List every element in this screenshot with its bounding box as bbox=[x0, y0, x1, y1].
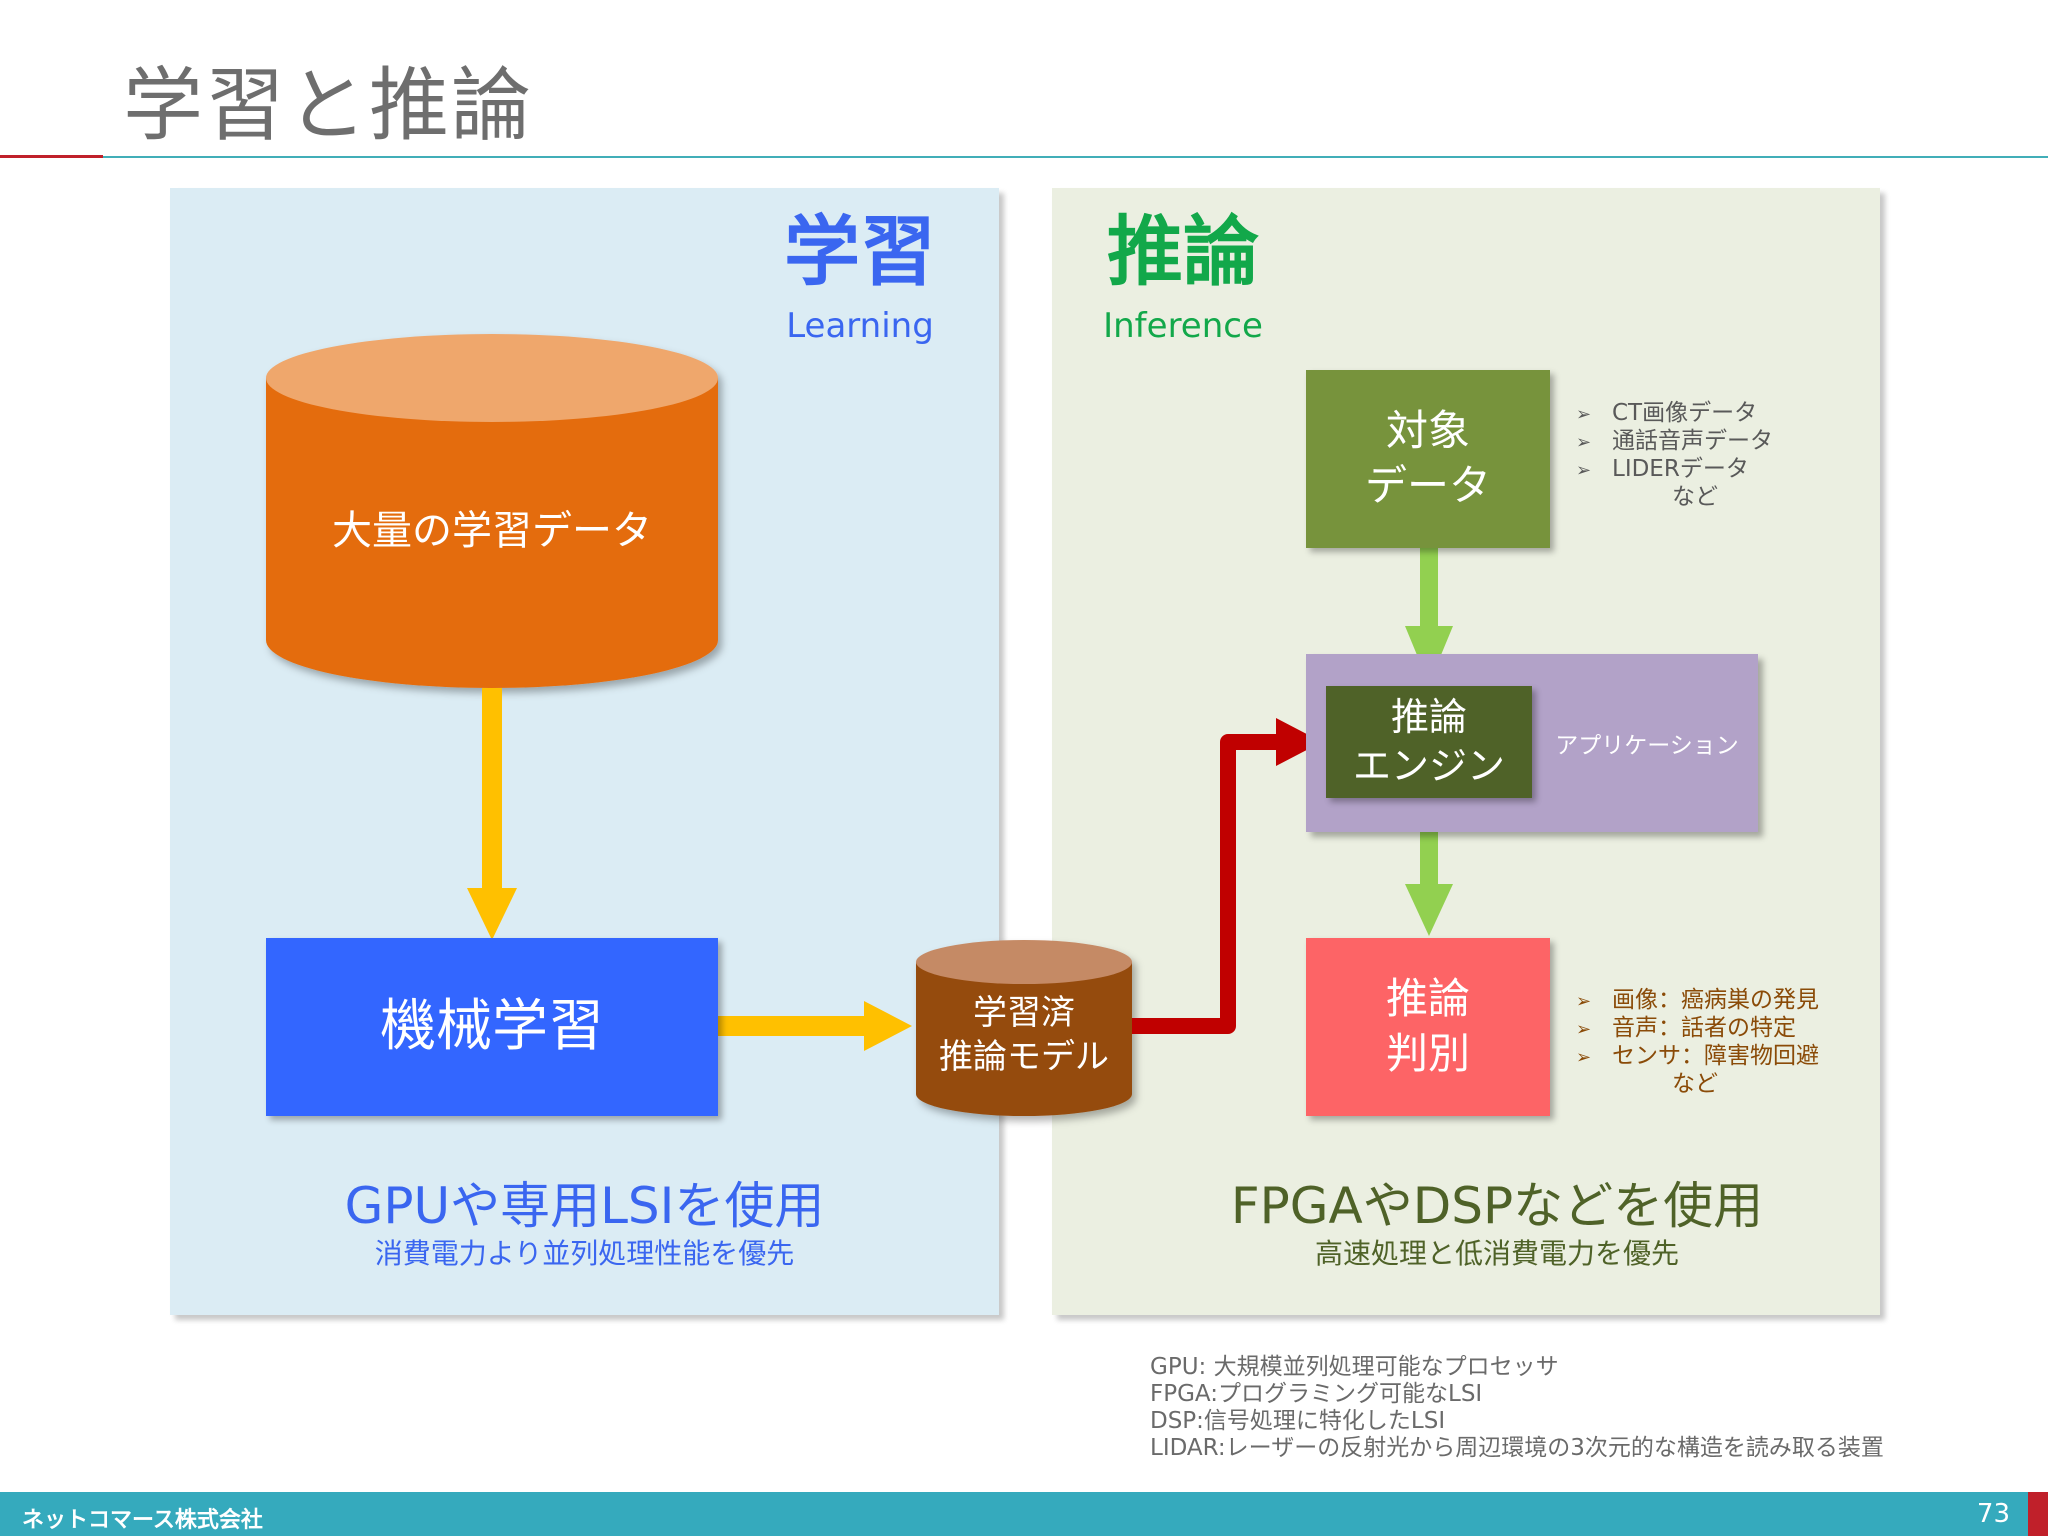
list-item: 音声：話者の特定 bbox=[1576, 1015, 1819, 1043]
machine-learning-label: 機械学習 bbox=[380, 993, 604, 1059]
inference-engine-label: 推論 エンジン bbox=[1352, 694, 1505, 788]
slide-title: 学習と推論 bbox=[123, 59, 533, 152]
inference-judge-label: 推論 判別 bbox=[1385, 974, 1470, 1078]
inference-hardware-note: 高速処理と低消費電力を優先 bbox=[1314, 1237, 1679, 1270]
footer-bar bbox=[0, 1492, 2048, 1536]
glossary-item: GPU: 大規模並列処理可能なプロセッサ bbox=[1150, 1354, 1559, 1380]
inference-hardware-title: FPGAやDSPなどを使用 bbox=[1230, 1177, 1764, 1235]
glossary-item: FPGA:プログラミング可能なLSI bbox=[1150, 1381, 1483, 1407]
machine-learning-box: 機械学習 bbox=[266, 938, 718, 1116]
training-data-label: 大量の学習データ bbox=[332, 508, 652, 554]
title-rule-accent bbox=[0, 155, 103, 158]
application-label: アプリケーション bbox=[1555, 733, 1739, 759]
training-data-cylinder bbox=[266, 334, 718, 688]
target-data-box: 対象 データ bbox=[1306, 370, 1550, 548]
arrow-ml-to-model bbox=[718, 1001, 912, 1051]
trained-model-cylinder bbox=[916, 940, 1132, 1116]
inference-heading: 推論 bbox=[1107, 207, 1259, 296]
inference-engine-box: 推論 エンジン bbox=[1326, 686, 1532, 798]
inference-subheading: Inference bbox=[1103, 306, 1263, 346]
glossary-notes: GPU: 大規模並列処理可能なプロセッサ FPGA:プログラミング可能なLSI … bbox=[1150, 1354, 1884, 1462]
footer-accent bbox=[2028, 1492, 2048, 1536]
title-rule bbox=[103, 156, 2048, 158]
learning-hardware-note: 消費電力より並列処理性能を優先 bbox=[374, 1237, 795, 1270]
list-item: 通話音声データ bbox=[1576, 428, 1773, 456]
target-data-examples-tail: など bbox=[1672, 484, 1718, 510]
learning-heading: 学習 bbox=[784, 207, 936, 296]
target-data-examples: CT画像データ 通話音声データ LIDERデータ など bbox=[1576, 400, 1773, 511]
arrow-model-to-engine bbox=[1132, 718, 1322, 1034]
inference-judge-box: 推論 判別 bbox=[1306, 938, 1550, 1116]
page-number: 73 bbox=[1976, 1499, 2010, 1529]
list-item: 画像：癌病巣の発見 bbox=[1576, 987, 1819, 1015]
arrow-data-to-ml bbox=[467, 688, 517, 940]
trained-model-label: 学習済 推論モデル bbox=[939, 993, 1109, 1077]
judge-examples-tail: など bbox=[1672, 1071, 1718, 1097]
learning-hardware-title: GPUや専用LSIを使用 bbox=[344, 1177, 825, 1235]
list-item: センサ：障害物回避 bbox=[1576, 1043, 1819, 1071]
company-name: ネットコマース株式会社 bbox=[22, 1508, 263, 1533]
list-item: LIDERデータ bbox=[1576, 456, 1773, 484]
learning-subheading: Learning bbox=[786, 306, 934, 346]
list-item: CT画像データ bbox=[1576, 400, 1773, 428]
glossary-item: DSP:信号処理に特化したLSI bbox=[1150, 1408, 1446, 1434]
glossary-item: LIDAR:レーザーの反射光から周辺環境の3次元的な構造を読み取る装置 bbox=[1150, 1435, 1884, 1461]
target-data-label: 対象 データ bbox=[1364, 406, 1491, 510]
judge-examples: 画像：癌病巣の発見 音声：話者の特定 センサ：障害物回避 など bbox=[1576, 987, 1819, 1098]
